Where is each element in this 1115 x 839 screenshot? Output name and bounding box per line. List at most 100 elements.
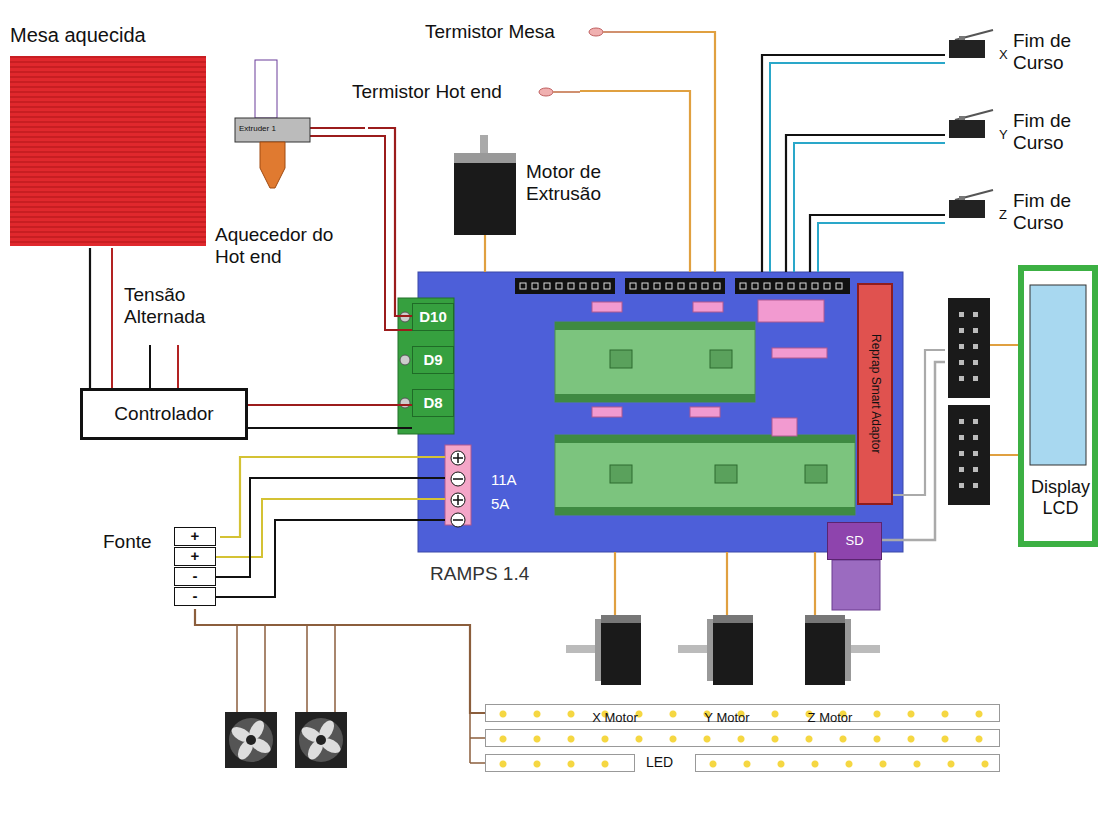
motor-flange	[595, 619, 601, 681]
terminal-symbol	[457, 453, 459, 463]
pin	[654, 283, 660, 289]
sd-card	[832, 560, 880, 610]
pin	[604, 283, 610, 289]
pin	[812, 283, 818, 289]
wire	[794, 143, 945, 272]
terminal-symbol	[451, 513, 465, 527]
hotend-heater: Extruder 1Aquecedor do Hot end	[215, 58, 368, 280]
endstop-switch: X Fim de Curso	[945, 28, 1105, 84]
thermistor: Termistor Hot end	[352, 78, 580, 106]
pin	[580, 283, 586, 289]
pin	[666, 283, 672, 289]
connector-pin	[973, 467, 978, 472]
motor-body	[805, 615, 845, 685]
sd-slot: SD	[827, 522, 882, 560]
switch-button	[959, 116, 965, 120]
switch-lever	[955, 190, 993, 200]
smart-adaptor: Reprap Smart Adaptor	[857, 283, 893, 505]
wire	[216, 478, 445, 577]
driver-header	[555, 507, 855, 515]
pin	[678, 283, 684, 289]
terminal-symbol	[453, 478, 463, 480]
connector-pin	[959, 419, 964, 424]
connector-pin	[959, 312, 964, 317]
connector-pin	[973, 360, 978, 365]
node-label: X	[999, 48, 1008, 63]
pin-header	[735, 278, 850, 294]
wire-connector	[220, 457, 445, 537]
terminal-symbol	[453, 519, 463, 521]
driver-chip	[710, 350, 732, 368]
pin	[544, 283, 550, 289]
driver-area	[555, 322, 755, 402]
driver-chip	[715, 465, 737, 483]
connector-pin	[959, 376, 964, 381]
wire	[111, 248, 113, 388]
nozzle	[260, 142, 285, 188]
fan-ring	[229, 718, 273, 762]
node-label: +	[174, 547, 216, 566]
pin	[788, 283, 794, 289]
lcd-cable	[990, 454, 1018, 456]
motor-flange	[454, 153, 516, 163]
wire-connector	[89, 248, 91, 388]
terminal-symbol	[457, 495, 459, 505]
node-label: Mesa aquecida	[10, 24, 146, 47]
wire-connector	[195, 609, 485, 713]
pin	[690, 283, 696, 289]
node-label: Controlador	[106, 403, 221, 425]
connector-pin	[959, 360, 964, 365]
stepper-motor: X Motor	[560, 615, 673, 740]
terminal-screw	[400, 398, 410, 408]
wire	[264, 625, 266, 712]
node-label: Aquecedor do Hot end	[215, 224, 365, 268]
power-input: 11A5A	[445, 445, 535, 525]
wire-connector	[726, 552, 728, 615]
wire-connector	[614, 552, 616, 615]
wire-connector	[893, 350, 945, 495]
pin	[714, 283, 720, 289]
terminal-symbol	[451, 472, 465, 486]
pin	[824, 283, 830, 289]
pin	[764, 283, 770, 289]
wire	[236, 625, 238, 712]
fan	[295, 712, 347, 768]
note-label: Tensão Alternada	[124, 284, 216, 328]
wire	[770, 63, 945, 272]
connector-pin	[973, 483, 978, 488]
node-label: -	[174, 587, 216, 606]
endstop-switch: YFim de Curso	[945, 108, 1105, 164]
node-label: 5A	[491, 495, 509, 512]
node-label: SD	[845, 534, 863, 549]
node-label: Reprap Smart Adaptor	[868, 334, 882, 453]
stepper-motor: Z Motor	[775, 615, 888, 740]
node-label: RAMPS 1.4	[430, 563, 529, 585]
lcd-cable	[990, 344, 1018, 346]
motor-shaft	[566, 645, 595, 653]
wire	[334, 625, 336, 712]
pin-socket	[758, 300, 824, 322]
pin	[702, 283, 708, 289]
switch-lever	[955, 30, 993, 40]
controller-box: Controlador	[80, 388, 248, 440]
heated-bed: Mesa aquecida	[8, 22, 208, 248]
wire	[248, 427, 412, 429]
pin	[592, 283, 598, 289]
ribbon-connector	[948, 298, 990, 398]
switch-body	[949, 200, 985, 218]
connector-pin	[959, 451, 964, 456]
fan-hub	[316, 735, 326, 745]
wire-connector	[762, 55, 945, 272]
wire	[818, 223, 945, 272]
connector-pin	[973, 344, 978, 349]
driver-chip	[610, 465, 632, 483]
motor-body	[454, 163, 516, 235]
pin	[776, 283, 782, 289]
terminal-block	[398, 298, 454, 434]
node-label: Fim de Curso	[1013, 30, 1101, 74]
pin-socket	[690, 407, 720, 417]
led-strip	[485, 754, 635, 772]
connector-pin	[973, 312, 978, 317]
motor-cap	[805, 615, 845, 623]
